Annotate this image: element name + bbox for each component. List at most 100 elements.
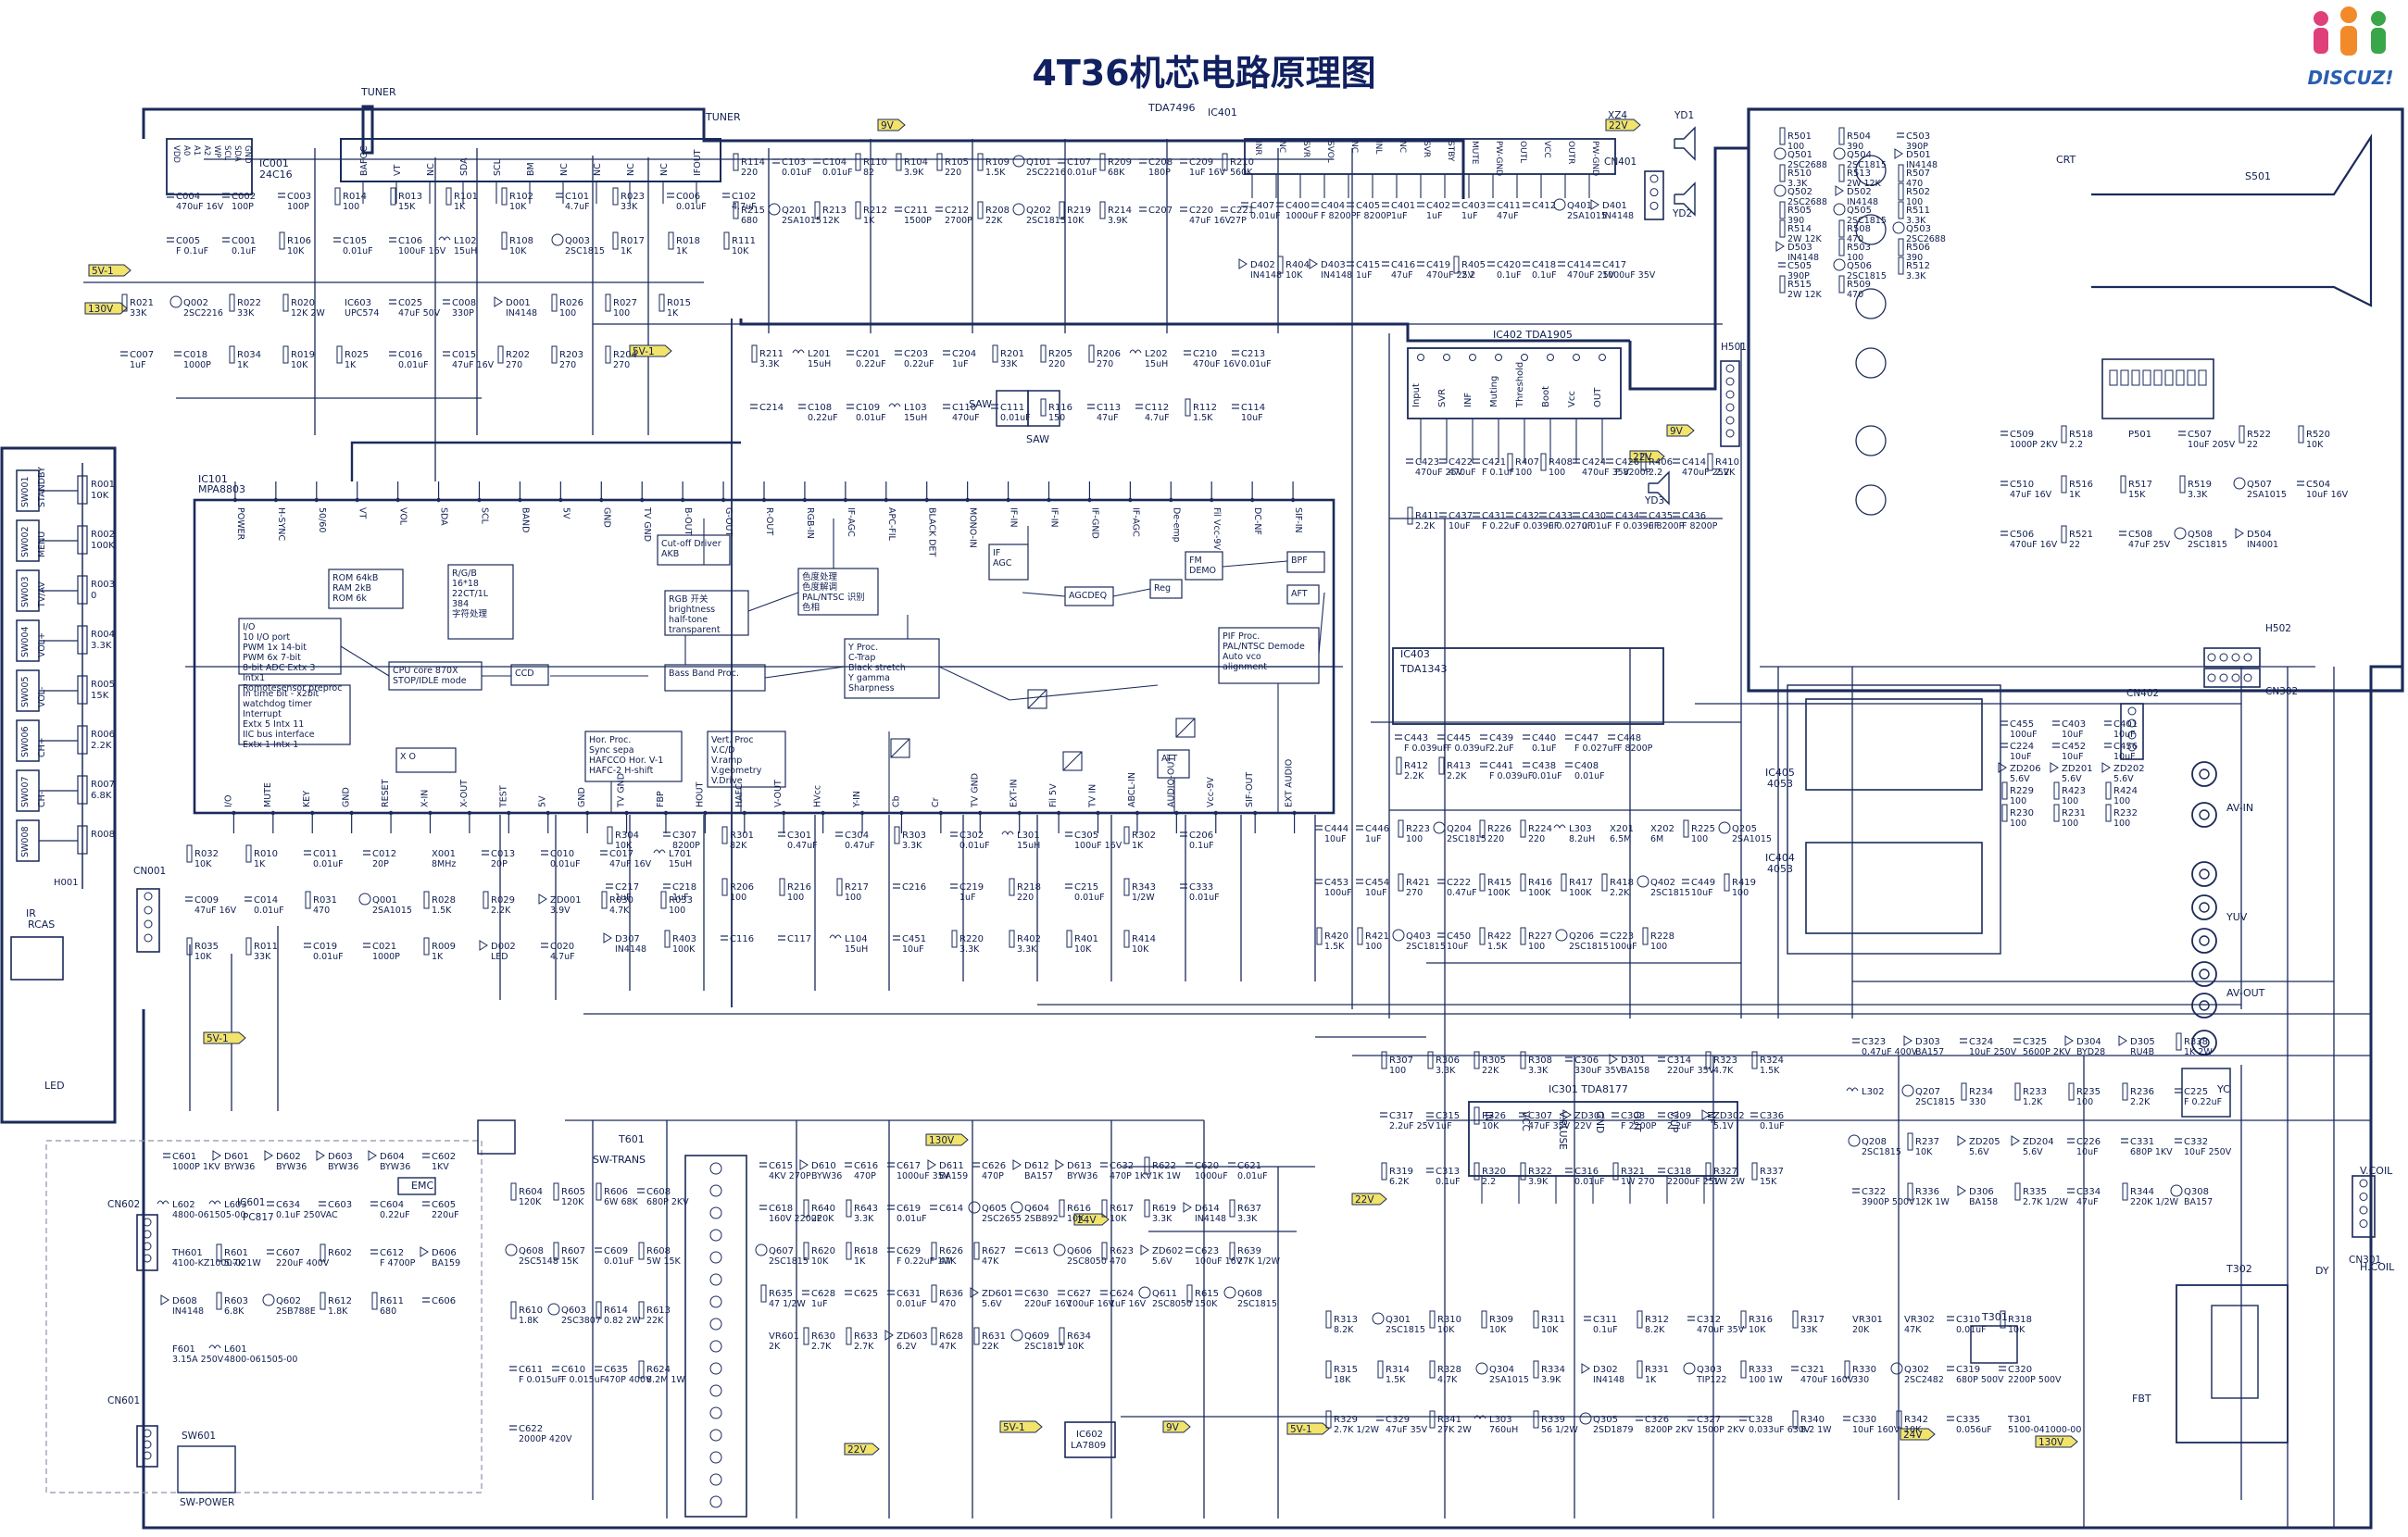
- supply-flag-label: 24V: [1903, 1430, 1923, 1441]
- ic101-pin-top: R-OUT: [764, 507, 774, 535]
- component-value: 2.7K: [811, 1342, 832, 1352]
- ic101-block-text: R/G/B: [452, 569, 477, 579]
- component-value: 1uF 16V: [1189, 168, 1226, 178]
- component-value: 15uH: [1145, 359, 1168, 369]
- connector-pin: [143, 1230, 152, 1239]
- component-value: 6M: [1650, 834, 1663, 844]
- connector-cn601: [136, 1425, 158, 1468]
- component-ref: R109: [985, 157, 1010, 168]
- component-ref: R509: [1847, 280, 1871, 290]
- crt-socket-outline: [2101, 358, 2214, 419]
- component-value: 0.47uF: [1447, 888, 1477, 898]
- component-ref: R607: [561, 1246, 585, 1256]
- ic101-block-hor: [584, 731, 683, 782]
- component-value: 5100-041000-00: [2008, 1425, 2081, 1435]
- component-ref: C400: [1286, 201, 1310, 211]
- component-ref: D601: [224, 1152, 249, 1162]
- rca-jack-icon: [2191, 894, 2217, 920]
- component-value: 56 1/2W: [1541, 1425, 1578, 1435]
- resistor-symbol: [721, 878, 728, 896]
- crt-tube-outline: [2091, 133, 2373, 307]
- component-ref: C318: [1667, 1167, 1691, 1177]
- component-value: 470uF 25V: [1682, 468, 1730, 478]
- resistor-symbol: [596, 1301, 602, 1319]
- supply-flag-icon: [1162, 1420, 1191, 1433]
- component-value: 2SC1815: [1406, 942, 1446, 952]
- component-ref: R026: [559, 298, 583, 308]
- component-ref: IC603: [345, 298, 371, 308]
- pin-dot: [273, 497, 279, 503]
- resistor-symbol: [1066, 930, 1072, 948]
- ic401-pin: OUTL: [1518, 141, 1527, 163]
- diode-symbol: [212, 1150, 221, 1161]
- component-value: 10uF: [2113, 752, 2136, 762]
- component-ref: C608: [646, 1187, 671, 1197]
- component-ref: C316: [1574, 1167, 1599, 1177]
- component-value: 0.01uF: [313, 859, 344, 869]
- diode-symbol: [1562, 1109, 1572, 1120]
- ic001-pin: WP: [212, 145, 221, 158]
- resistor-symbol: [601, 891, 608, 909]
- saw-label: SAW: [1026, 433, 1049, 445]
- component-value: 6W 68K: [604, 1197, 639, 1207]
- component-value: 680P 500V: [1956, 1375, 2004, 1385]
- component-ref: ZD206: [2010, 764, 2041, 774]
- ic401-pin: NC: [1277, 141, 1286, 153]
- resistor-symbol: [1896, 1410, 1902, 1429]
- component-value: 2SC3807: [561, 1316, 601, 1326]
- component-value: 5.6V: [2010, 774, 2030, 784]
- transistor-symbol: [551, 233, 564, 246]
- component-ref: L201: [808, 349, 831, 359]
- key-switch-icon: [16, 769, 40, 812]
- component-value: 8.2M 1W: [646, 1375, 685, 1385]
- component-ref: R520: [2306, 430, 2330, 440]
- component-ref: R101: [454, 192, 478, 202]
- component-value: 5.6V: [2113, 774, 2134, 784]
- component-ref: C616: [854, 1161, 878, 1171]
- component-value: 1.8K: [328, 1306, 348, 1317]
- resistor-symbol: [1059, 1199, 1065, 1218]
- component-value: 4800-061505-00: [172, 1210, 245, 1220]
- component-ref: C014: [254, 895, 278, 906]
- switch-area-outline: [1787, 684, 2001, 955]
- component-value: 0.01uF: [1241, 359, 1272, 369]
- ic602-regulator: [1064, 1421, 1116, 1458]
- component-ref: R336: [1915, 1187, 1939, 1197]
- component-ref: R206: [730, 882, 754, 893]
- component-ref: ZD301: [1574, 1111, 1606, 1121]
- component-ref: C440: [1532, 733, 1556, 744]
- supply-flag-icon: [999, 1420, 1043, 1433]
- supply-flag-icon: [877, 119, 906, 131]
- resistor-symbol: [1724, 873, 1730, 892]
- component-ref: Q609: [1024, 1331, 1049, 1342]
- diode-symbol: [1609, 1054, 1618, 1065]
- component-ref: R521: [2069, 530, 2093, 540]
- component-value: F 0.22uF 1W: [897, 1256, 952, 1267]
- component-value: F 0.039uF: [1615, 521, 1659, 531]
- component-value: 2.2: [1649, 468, 1662, 478]
- ic101-block-text: Bass Band Proc.: [669, 669, 739, 679]
- ic402-pin: Threshold: [1515, 362, 1525, 408]
- resistor-symbol: [1357, 927, 1363, 945]
- component-value: F 0.015uF: [561, 1375, 605, 1385]
- component-ref: C604: [380, 1200, 404, 1210]
- resistor-symbol: [390, 187, 396, 206]
- component-value: 0.1uF: [1189, 841, 1214, 851]
- component-value: 82K: [730, 841, 747, 851]
- transistor-symbol: [1855, 425, 1887, 456]
- resistor-symbol: [1325, 1310, 1332, 1329]
- component-ref: C332: [2184, 1137, 2208, 1147]
- component-ref: R601: [224, 1248, 248, 1258]
- component-value: 0.01uF: [959, 841, 990, 851]
- dy-label: DY: [2315, 1265, 2329, 1277]
- component-value: 1500P: [904, 216, 932, 226]
- key-switch-function: MENU: [37, 531, 47, 557]
- component-value: 2SC1815: [1386, 1325, 1425, 1335]
- component-value: 680: [741, 216, 758, 226]
- tuner-label: TUNER: [705, 111, 741, 123]
- component-ref: C505: [1787, 261, 1812, 271]
- wire: [890, 738, 910, 758]
- component-ref: D504: [2247, 530, 2272, 540]
- ic101-block-text: V.C/D: [711, 745, 734, 756]
- component-ref: C013: [491, 849, 515, 859]
